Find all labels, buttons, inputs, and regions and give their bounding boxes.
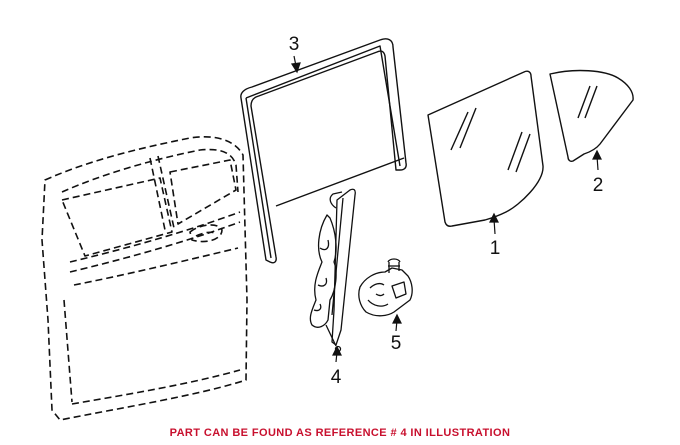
leader-2-arrow [592, 149, 602, 160]
callout-labels: 1 2 3 4 5 [289, 34, 604, 388]
reference-footer-note: PART CAN BE FOUND AS REFERENCE # 4 IN IL… [169, 427, 511, 439]
callout-2: 2 [593, 175, 604, 196]
callout-5: 5 [391, 333, 402, 354]
callout-3: 3 [289, 34, 300, 55]
callout-leaders [290, 55, 602, 363]
leader-3-arrow [290, 62, 301, 74]
quarter-glass [549, 69, 634, 162]
window-channel-frame [240, 38, 407, 264]
rear-door-outline [41, 136, 248, 421]
door-glass [427, 70, 544, 227]
leader-1-arrow [489, 212, 499, 223]
window-regulator [309, 188, 356, 353]
leader-5-arrow [392, 313, 402, 324]
window-motor [358, 258, 413, 317]
callout-4: 4 [331, 367, 342, 388]
leader-4-arrow [332, 345, 342, 356]
callout-1: 1 [490, 238, 501, 259]
